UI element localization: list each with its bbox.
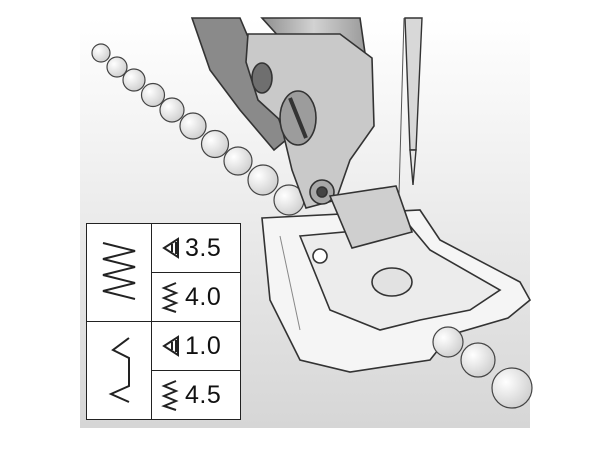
bead-string — [91, 43, 305, 216]
stitch-width-cell-2: 4.5 — [151, 370, 241, 420]
settings-row-blind-hem-width: 4.5 — [87, 370, 241, 420]
stitch-length-cell-1: 3.5 — [151, 223, 241, 273]
stitch-length-icon — [162, 237, 179, 259]
stitch-width-value: 4.5 — [185, 380, 222, 409]
needle — [395, 17, 423, 301]
blind-hem-stitch-icon — [86, 321, 152, 420]
stitch-width-cell-1: 4.0 — [151, 272, 241, 322]
presser-foot — [261, 185, 532, 373]
presser-shank — [190, 17, 375, 209]
settings-row-zigzag: 3.5 — [86, 223, 241, 322]
bead-string-front — [432, 326, 533, 409]
stitch-settings-table: 3.5 4.0 — [86, 223, 241, 420]
stitch-length-icon — [162, 335, 179, 357]
stitch-length-cell-2: 1.0 — [151, 321, 241, 371]
stitch-settings-table-wrap: 3.5 4.0 — [86, 223, 241, 420]
zigzag-stitch-icon — [86, 223, 152, 322]
settings-row-blind-hem: 1.0 — [86, 321, 241, 420]
stitch-width-icon — [161, 282, 179, 313]
settings-row-zigzag-width: 4.0 — [87, 272, 241, 322]
stitch-length-value: 1.0 — [185, 331, 222, 360]
stitch-length-value: 3.5 — [185, 233, 222, 262]
stitch-width-value: 4.0 — [185, 282, 222, 311]
stitch-width-icon — [161, 380, 179, 411]
